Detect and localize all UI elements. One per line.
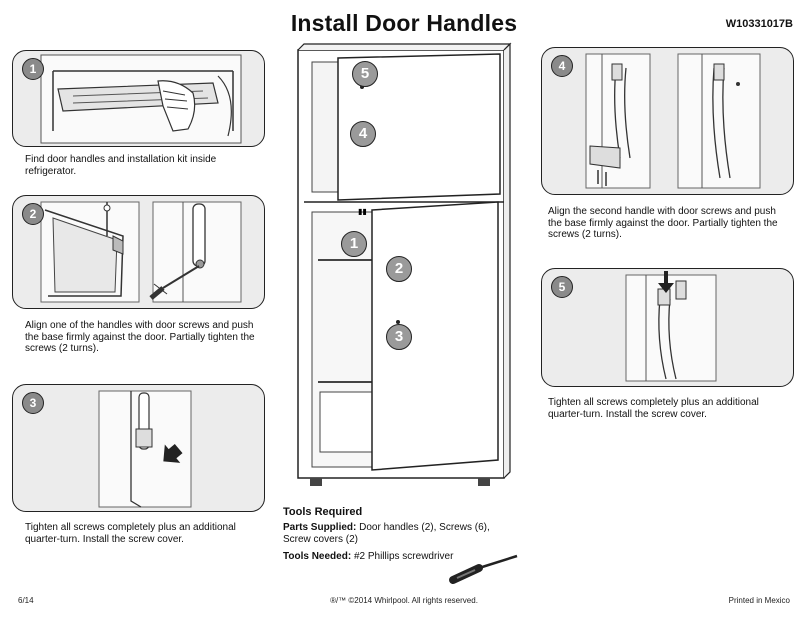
step-1-badge: 1 [22,58,44,80]
needed-text: #2 Phillips screwdriver [353,551,454,562]
tools-heading: Tools Required [283,506,363,518]
screwdriver-icon [449,554,518,584]
parts-supplied: Parts Supplied: Door handles (2), Screws… [283,522,518,546]
callout-2: 2 [386,256,412,282]
svg-text:▮▮: ▮▮ [358,207,367,216]
callout-5: 5 [352,61,378,87]
step-1-panel: 1 [12,50,265,147]
step-5-badge: 5 [551,276,573,298]
parts-text: Door handles (2), Screws (6), Screw cove… [283,522,490,545]
step-4-badge: 4 [551,55,573,77]
step-5-illustration [625,271,717,382]
callout-3: 3 [386,324,412,350]
step-2-badge: 2 [22,203,44,225]
step-3-caption: Tighten all screws completely plus an ad… [25,522,236,545]
document-number: W10331017B [725,18,793,30]
step-1-caption: Find door handles and installation kit i… [25,154,217,177]
callout-4: 4 [350,121,376,147]
step-5-caption: Tighten all screws completely plus an ad… [548,397,759,420]
step-3-badge: 3 [22,392,44,414]
tools-needed: Tools Needed: #2 Phillips screwdriver [283,551,518,563]
step-1-illustration [40,54,242,144]
printed-in: Printed in Mexico [728,596,790,605]
step-3-illustration [98,390,192,508]
page-number: 6/14 [18,596,34,605]
page-title: Install Door Handles [290,10,518,36]
step-4-caption: Align the second handle with door screws… [548,206,778,240]
copyright: ®/™ ©2014 Whirlpool. All rights reserved… [330,596,478,605]
step-5-panel: 5 [541,268,794,387]
needed-label: Tools Needed: [283,551,352,562]
step-3-panel: 3 [12,384,265,512]
step-2-illustration [40,201,242,303]
callout-1: 1 [341,231,367,257]
step-2-caption: Align one of the handles with door screw… [25,320,255,354]
step-4-panel: 4 [541,47,794,195]
step-4-illustration [585,53,761,189]
step-2-panel: 2 [12,195,265,309]
parts-label: Parts Supplied: [283,522,357,533]
